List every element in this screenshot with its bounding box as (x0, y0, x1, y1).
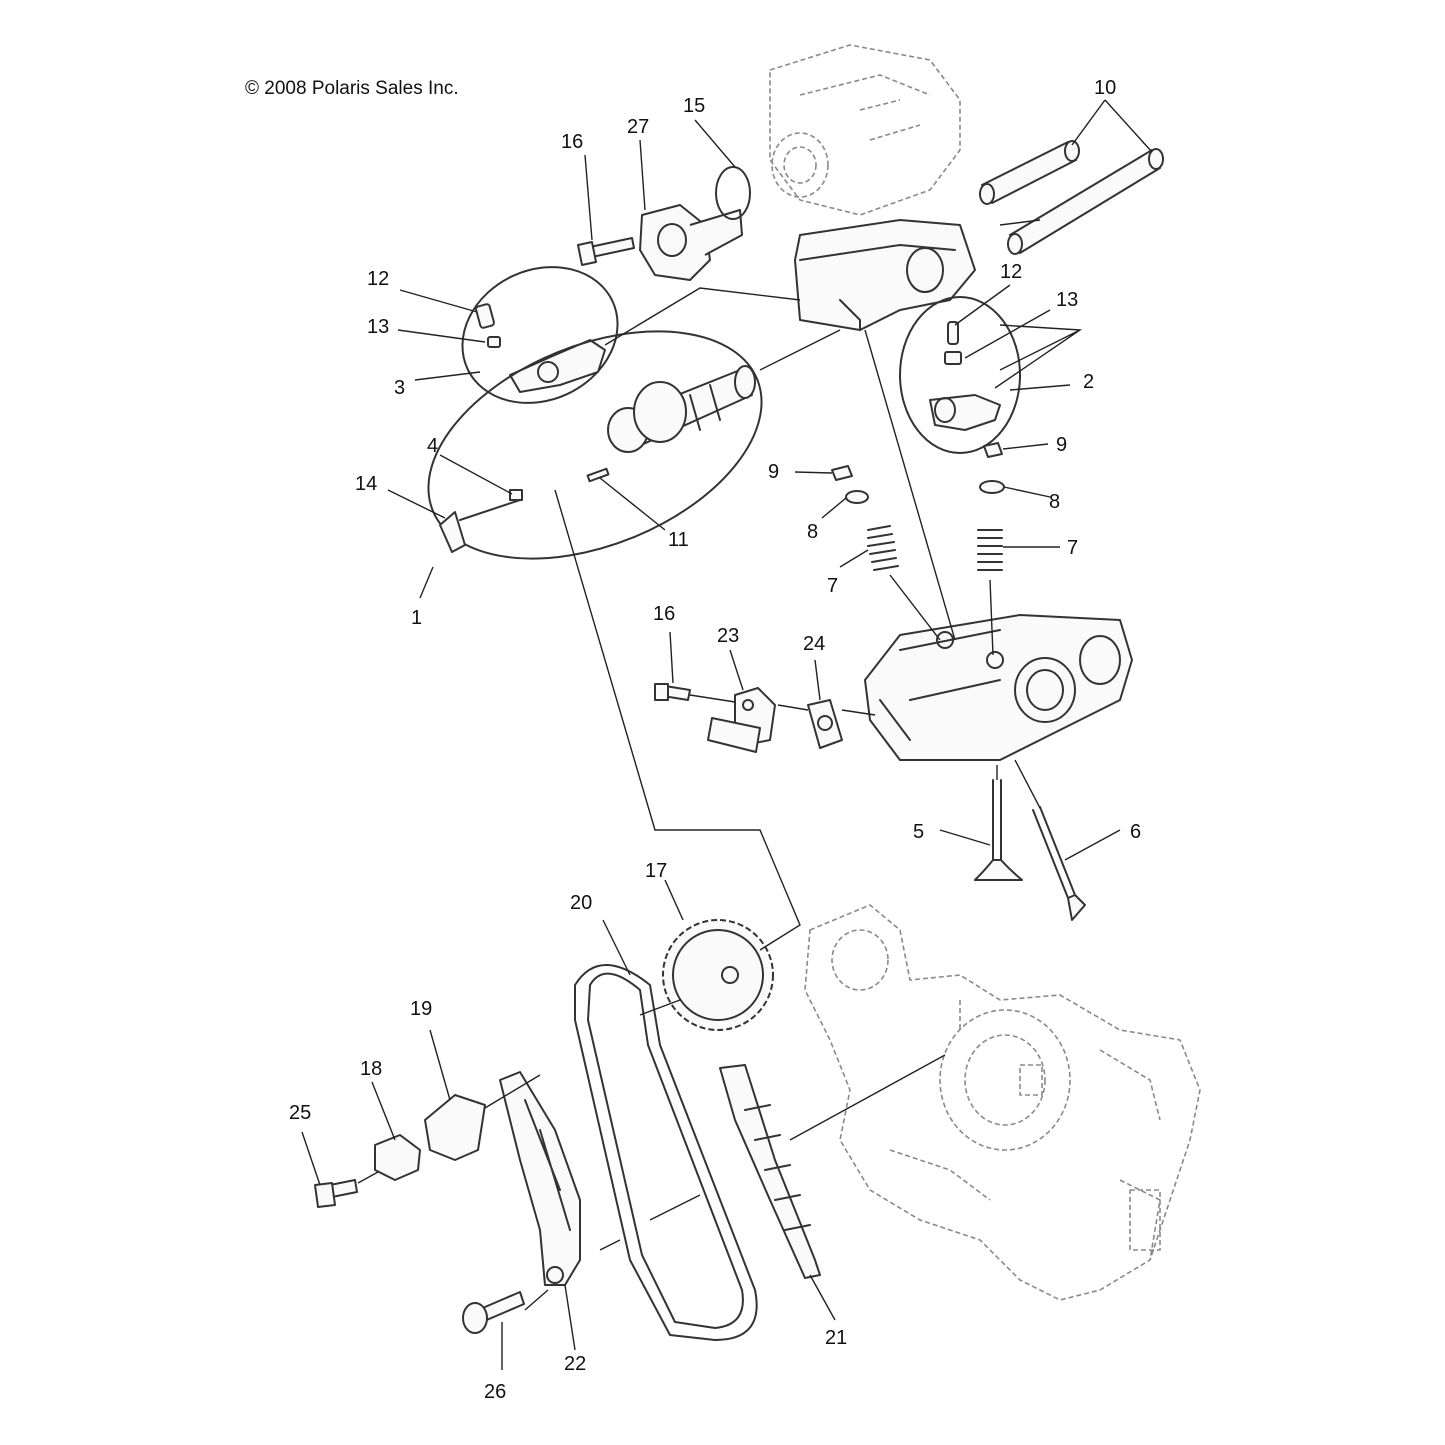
spring-retainer-left (845, 490, 869, 504)
cam-chain-tensioner (707, 687, 776, 753)
bolt-tensioner (654, 683, 691, 701)
callout-8-right: 8 (1049, 491, 1060, 513)
camshaft (607, 365, 756, 453)
ghost-cylinder-cover (769, 44, 961, 216)
callout-10: 10 (1094, 77, 1116, 99)
leader-lines (301, 99, 1153, 1370)
callout-14: 14 (355, 473, 377, 495)
spacer-bracket (374, 1134, 421, 1181)
callout-20: 20 (570, 892, 592, 914)
rocker-detail-outline-left (461, 266, 619, 404)
ghost-crankcase (804, 904, 1201, 1301)
camshaft-pin (586, 467, 610, 483)
callout-5: 5 (913, 821, 924, 843)
callout-4: 4 (427, 435, 438, 457)
valve-keeper-right (983, 442, 1003, 458)
spring-retainer-right (979, 480, 1005, 494)
bolt-lower-left (314, 1179, 358, 1208)
camshaft-detail-outline (427, 330, 763, 560)
cam-chain (574, 964, 758, 1341)
callout-9-right: 9 (1056, 434, 1067, 456)
callout-13-right: 13 (1056, 289, 1078, 311)
o-ring (715, 166, 751, 220)
callout-labels: 10 15 27 16 12 13 3 12 13 2 4 14 9 9 8 8… (289, 77, 1141, 1403)
callout-8-left: 8 (807, 521, 818, 543)
weight-plate (424, 1094, 486, 1161)
callout-9-left: 9 (768, 461, 779, 483)
callout-22: 22 (564, 1353, 586, 1375)
callout-6: 6 (1130, 821, 1141, 843)
callout-7-left: 7 (827, 575, 838, 597)
callout-15: 15 (683, 95, 705, 117)
intake-valve (974, 779, 1023, 881)
callout-12-right: 12 (1000, 261, 1022, 283)
callout-11: 11 (668, 529, 689, 551)
dowel-tubes (979, 140, 1164, 255)
cam-sprocket (662, 919, 774, 1031)
callout-17: 17 (645, 860, 667, 882)
copyright-notice: © 2008 Polaris Sales Inc. (245, 78, 459, 99)
decompression-lever (439, 489, 523, 553)
callout-3: 3 (394, 377, 405, 399)
valve-spring-right (977, 529, 1003, 571)
exhaust-valve (1032, 806, 1086, 921)
guide-pivot-bolt (462, 1291, 525, 1334)
tensioner-gasket (807, 699, 843, 749)
bolt-top (577, 237, 635, 266)
callout-16-top: 16 (561, 131, 583, 153)
callout-24: 24 (803, 633, 825, 655)
camshaft-carrier (794, 219, 976, 331)
callout-26: 26 (484, 1381, 506, 1403)
rocker-detail-outline-right (899, 296, 1021, 454)
callout-25: 25 (289, 1102, 311, 1124)
callout-16-mid: 16 (653, 603, 675, 625)
valve-spring-left (867, 525, 899, 571)
callout-27: 27 (627, 116, 649, 138)
callout-2: 2 (1083, 371, 1094, 393)
callout-7-right: 7 (1067, 537, 1078, 559)
callout-18: 18 (360, 1058, 382, 1080)
thermostat-housing (639, 204, 743, 281)
valve-keeper-left (831, 465, 853, 481)
callout-23: 23 (717, 625, 739, 647)
cylinder-head (864, 614, 1133, 761)
chain-guide-rear (499, 1071, 581, 1286)
callout-21: 21 (825, 1327, 847, 1349)
chain-guide-front (719, 1064, 821, 1279)
callout-12-left: 12 (367, 268, 389, 290)
callout-1: 1 (411, 607, 422, 629)
callout-13-left: 13 (367, 316, 389, 338)
callout-19: 19 (410, 998, 432, 1020)
rocker-arm-left (475, 303, 606, 393)
rocker-arm-right (929, 321, 1001, 431)
